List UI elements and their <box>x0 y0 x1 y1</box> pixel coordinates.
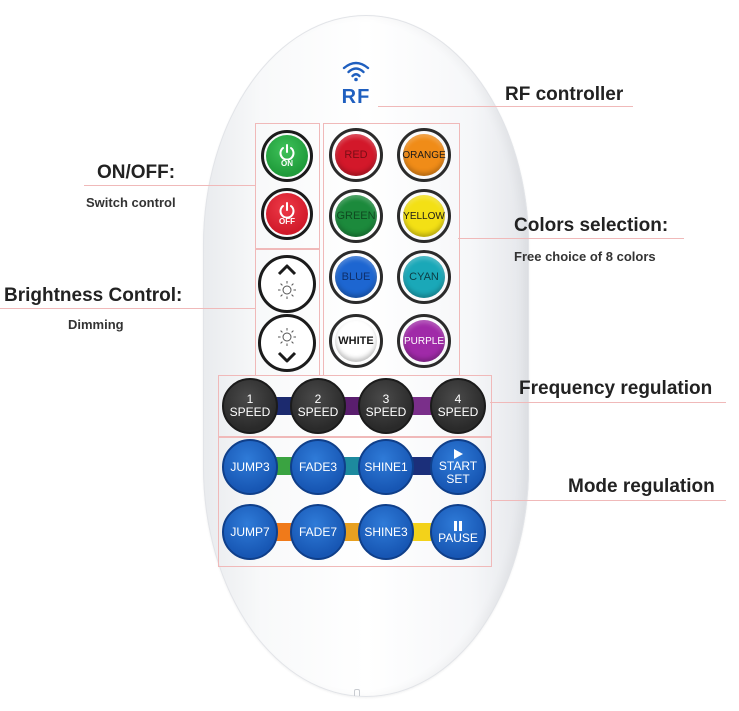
brightness-subtitle: Dimming <box>68 317 124 332</box>
speed-button-3[interactable]: 3 SPEED <box>358 378 414 434</box>
color-button-white-face: WHITE <box>335 320 377 362</box>
color-button-purple[interactable]: PURPLE <box>397 314 451 368</box>
rf-brand-label: RF <box>341 86 371 108</box>
color-button-red[interactable]: RED <box>329 128 383 182</box>
start-set-button[interactable]: START SET <box>430 439 486 495</box>
start-label: START <box>438 459 478 473</box>
onoff-subtitle: Switch control <box>86 195 176 210</box>
remote-notch <box>354 689 360 696</box>
set-label: SET <box>446 472 470 486</box>
mode-label: SHINE3 <box>364 524 408 539</box>
color-button-label: BLUE <box>341 271 371 283</box>
mode-callout-line <box>490 500 726 501</box>
color-button-green-face: GREEN <box>335 195 377 237</box>
color-button-green[interactable]: GREEN <box>329 189 383 243</box>
mode-button-jump3[interactable]: JUMP3 <box>222 439 278 495</box>
speed-number: 1 <box>246 392 254 406</box>
color-button-red-face: RED <box>335 134 377 176</box>
mode-label: Mode regulation <box>568 476 715 497</box>
colors-subtitle: Free choice of 8 colors <box>514 249 656 264</box>
brightness-callout-line <box>0 308 256 309</box>
color-button-label: CYAN <box>409 271 439 283</box>
pause-label: PAUSE <box>438 530 478 545</box>
rf-controller-label: RF controller <box>505 84 624 105</box>
mode-button-shine3[interactable]: SHINE3 <box>358 504 414 560</box>
off-button[interactable]: OFF <box>261 188 313 240</box>
color-button-blue-face: BLUE <box>335 256 377 298</box>
pause-icon <box>454 520 462 531</box>
speed-label: SPEED <box>229 405 271 419</box>
color-button-orange[interactable]: ORANGE <box>397 128 451 182</box>
speed-number: 3 <box>382 392 390 406</box>
on-button-label: ON <box>281 159 293 168</box>
speed-button-4[interactable]: 4 SPEED <box>430 378 486 434</box>
colors-title: Colors selection: <box>514 215 669 236</box>
off-button-label: OFF <box>279 217 295 226</box>
onoff-callout-line <box>84 185 256 186</box>
speed-number: 4 <box>454 392 462 406</box>
rf-callout-line <box>378 106 633 107</box>
brightness-down-button[interactable] <box>258 314 316 372</box>
frequency-label: Frequency regulation <box>519 378 713 399</box>
color-button-purple-face: PURPLE <box>403 320 445 362</box>
speed-label: SPEED <box>297 405 339 419</box>
mode-button-jump7[interactable]: JUMP7 <box>222 504 278 560</box>
color-button-label: GREEN <box>336 210 376 222</box>
mode-button-shine1[interactable]: SHINE1 <box>358 439 414 495</box>
color-button-label: RED <box>344 149 368 161</box>
color-button-white[interactable]: WHITE <box>329 314 383 368</box>
brightness-up-button[interactable] <box>258 255 316 313</box>
speed-button-1[interactable]: 1 SPEED <box>222 378 278 434</box>
play-icon <box>454 449 463 459</box>
speed-label: SPEED <box>365 405 407 419</box>
power-group-box <box>255 123 320 249</box>
mode-button-fade3[interactable]: FADE3 <box>290 439 346 495</box>
color-button-label: WHITE <box>338 335 374 347</box>
color-button-yellow-face: YELLOW <box>403 195 445 237</box>
color-button-label: PURPLE <box>403 335 444 347</box>
mode-label: FADE3 <box>298 459 337 474</box>
mode-label: SHINE1 <box>364 459 408 474</box>
power-icon <box>279 202 295 218</box>
speed-button-2[interactable]: 2 SPEED <box>290 378 346 434</box>
mode-button-fade7[interactable]: FADE7 <box>290 504 346 560</box>
on-button[interactable]: ON <box>261 130 313 182</box>
color-button-label: YELLOW <box>403 210 445 222</box>
wifi-icon <box>342 61 370 82</box>
power-icon <box>279 144 295 160</box>
frequency-callout-line <box>490 402 726 403</box>
color-button-blue[interactable]: BLUE <box>329 250 383 304</box>
color-button-cyan-face: CYAN <box>403 256 445 298</box>
mode-label: JUMP7 <box>230 524 270 539</box>
frequency-group-box <box>218 375 492 437</box>
speed-label: SPEED <box>437 405 479 419</box>
color-button-orange-face: ORANGE <box>402 134 446 176</box>
mode-label: FADE7 <box>298 524 337 539</box>
mode-label: JUMP3 <box>230 459 270 474</box>
onoff-title: ON/OFF: <box>97 162 176 183</box>
brightness-down-icon <box>277 328 297 363</box>
speed-number: 2 <box>314 392 322 406</box>
colors-callout-line <box>458 238 684 239</box>
color-button-cyan[interactable]: CYAN <box>397 250 451 304</box>
pause-button[interactable]: PAUSE <box>430 504 486 560</box>
mode-group-box <box>218 437 492 567</box>
color-button-yellow[interactable]: YELLOW <box>397 189 451 243</box>
color-button-label: ORANGE <box>402 149 446 161</box>
brightness-title: Brightness Control: <box>4 285 183 306</box>
brightness-up-icon <box>277 264 297 299</box>
